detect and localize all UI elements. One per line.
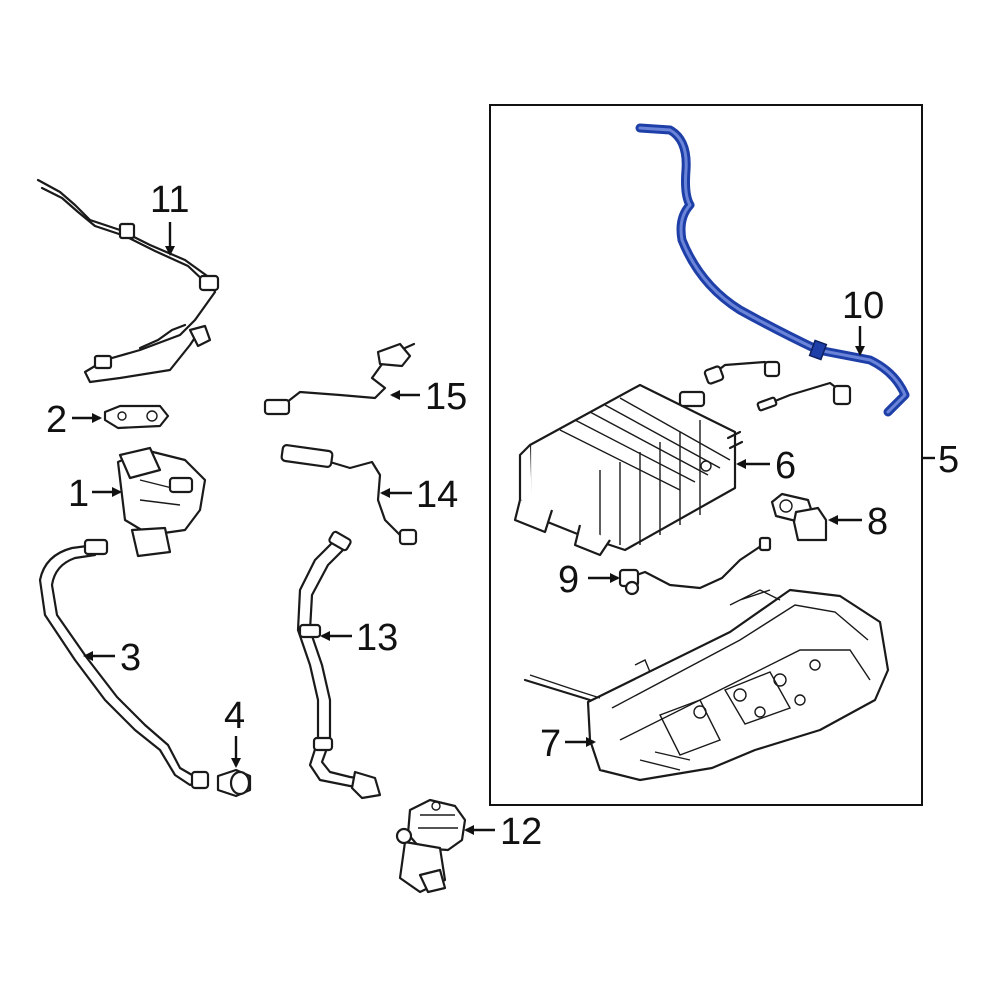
callout-15-label[interactable]: 15 (425, 376, 467, 418)
part-4-cap[interactable] (216, 768, 252, 798)
callout-9-label[interactable]: 9 (558, 559, 579, 601)
assembly-box (489, 104, 923, 806)
callout-4-label[interactable]: 4 (224, 695, 245, 737)
callout-12-label[interactable]: 12 (500, 811, 542, 853)
part-8-sensor[interactable] (770, 492, 828, 542)
callout-3-label[interactable]: 3 (120, 637, 141, 679)
part-7-shield[interactable] (523, 588, 890, 782)
part-13-hose[interactable] (296, 530, 382, 800)
part-1-pump[interactable] (116, 446, 207, 558)
part-6-canister[interactable] (513, 383, 744, 557)
callout-8-label[interactable]: 8 (867, 501, 888, 543)
callout-5-label[interactable]: 5 (938, 439, 959, 481)
part-9-hose[interactable] (618, 536, 772, 596)
callout-14-label[interactable]: 14 (416, 474, 458, 516)
part-14-wire[interactable] (280, 444, 418, 546)
callout-11-label[interactable]: 11 (150, 179, 189, 221)
callout-10-label[interactable]: 10 (842, 285, 884, 327)
canister-hoses (703, 360, 852, 412)
part-10-vent-hose[interactable] (635, 123, 910, 417)
part-3-hose[interactable] (38, 538, 210, 790)
callout-6-label[interactable]: 6 (775, 445, 796, 487)
part-11-tube[interactable] (36, 178, 220, 384)
part-12-valve[interactable] (395, 798, 467, 894)
callout-7-label[interactable]: 7 (540, 723, 561, 765)
callout-13-label[interactable]: 13 (356, 617, 398, 659)
part-2-gasket[interactable] (103, 404, 170, 430)
part-15-wire[interactable] (263, 342, 416, 416)
callout-2-label[interactable]: 2 (46, 399, 67, 441)
callout-1-label[interactable]: 1 (68, 473, 89, 515)
